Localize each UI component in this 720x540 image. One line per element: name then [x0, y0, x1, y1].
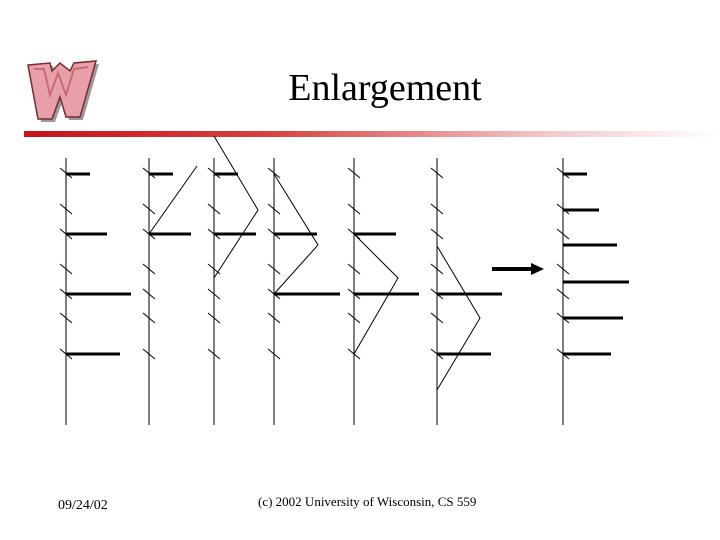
tick-mark	[430, 167, 444, 179]
filter-kernel-line	[213, 135, 259, 279]
tick-mark	[207, 288, 221, 300]
tick-mark	[267, 203, 281, 215]
tick-mark	[142, 312, 156, 324]
tick-mark	[142, 263, 156, 275]
footer-copyright: (c) 2002 University of Wisconsin, CS 559	[258, 494, 477, 509]
tick-mark	[347, 203, 361, 215]
filter-kernel-line	[436, 245, 481, 391]
tick-mark	[267, 167, 281, 179]
tick-mark	[430, 312, 444, 324]
tick-mark	[347, 167, 361, 179]
tick-mark	[142, 288, 156, 300]
tick-mark	[267, 348, 281, 360]
transform-arrow	[492, 263, 544, 275]
tick-mark	[430, 203, 444, 215]
tick-mark	[59, 203, 73, 215]
tick-mark	[207, 312, 221, 324]
tick-mark	[347, 312, 361, 324]
tick-mark	[59, 263, 73, 275]
tick-mark	[142, 348, 156, 360]
university-w-logo	[20, 55, 100, 130]
filter-kernel-line	[148, 165, 198, 235]
tick-mark	[207, 203, 221, 215]
tick-mark	[556, 228, 570, 240]
filter-kernel-line	[353, 233, 399, 355]
w-logo-icon	[27, 60, 99, 122]
tick-mark	[556, 288, 570, 300]
tick-mark	[556, 263, 570, 275]
tick-mark	[59, 312, 73, 324]
footer-date: 09/24/02	[58, 498, 108, 513]
tick-mark	[347, 263, 361, 275]
tick-mark	[267, 263, 281, 275]
slide-title: Enlargement	[288, 67, 482, 109]
tick-mark	[207, 348, 221, 360]
tick-mark	[430, 228, 444, 240]
tick-mark	[142, 203, 156, 215]
tick-mark	[267, 312, 281, 324]
title-divider	[24, 131, 720, 137]
tick-mark	[430, 263, 444, 275]
filter-kernel-line	[273, 173, 319, 295]
